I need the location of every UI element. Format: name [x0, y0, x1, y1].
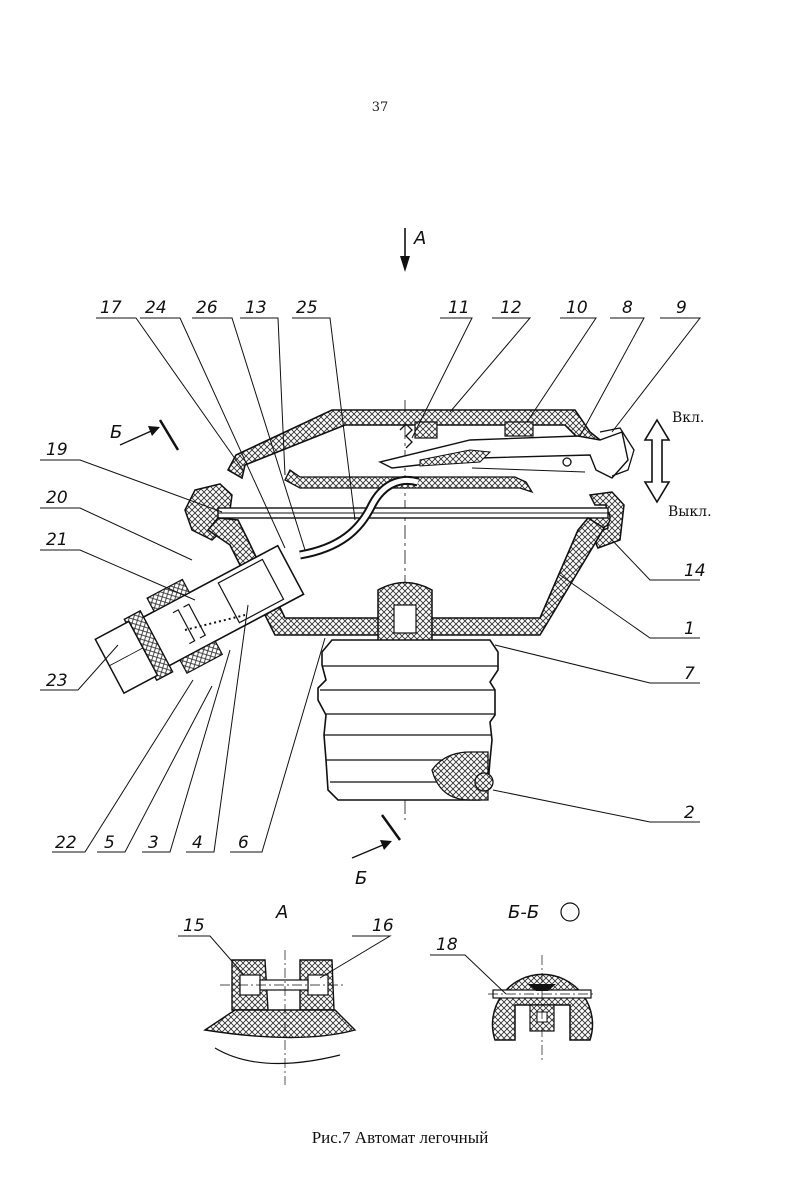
- part-3-label: 3: [148, 833, 159, 853]
- part-13-label: 13: [245, 298, 267, 318]
- part-22-label: 22: [55, 833, 77, 853]
- side-valve: [94, 544, 305, 695]
- connector-ball: [474, 772, 494, 792]
- part-7-label: 7: [684, 664, 695, 684]
- detail-view-a: А 15 16: [178, 902, 394, 1085]
- part-18-label: 18: [436, 935, 458, 955]
- part-19-label: 19: [46, 440, 68, 460]
- part-17-label: 17: [100, 298, 122, 318]
- part-5-label: 5: [104, 833, 115, 853]
- part-4-label: 4: [192, 833, 203, 853]
- section-b-top-label: Б: [110, 422, 122, 443]
- part-20-label: 20: [46, 488, 68, 508]
- page-number: 37: [371, 100, 389, 115]
- part-10-label: 10: [566, 298, 588, 318]
- part-12-label: 12: [500, 298, 522, 318]
- part-labels: 17 24 26 13 25 11 12 10 8 9 14 1 7 2 19 …: [46, 298, 706, 853]
- bottom-connector: [317, 639, 499, 801]
- part-11-label: 11: [448, 298, 470, 318]
- view-a-label: А: [413, 228, 426, 249]
- part-6-label: 6: [238, 833, 249, 853]
- part-1-label: 1: [684, 619, 695, 639]
- section-bb-title: Б-Б: [508, 902, 539, 923]
- switch-off-label: Выкл.: [668, 504, 712, 520]
- view-a-arrow: А: [400, 228, 426, 272]
- section-bb-marker: [560, 902, 580, 922]
- switch-arrow: Вкл. Выкл.: [643, 410, 712, 520]
- section-mark-top: Б: [110, 419, 180, 451]
- part-16-label: 16: [372, 916, 394, 936]
- detail-a-title: А: [275, 902, 288, 923]
- part-21-label: 21: [46, 530, 68, 550]
- part-8-label: 8: [622, 298, 633, 318]
- part-2-label: 2: [684, 803, 695, 823]
- section-mark-bottom: Б: [351, 814, 402, 889]
- part-24-label: 24: [145, 298, 167, 318]
- part-26-label: 26: [196, 298, 218, 318]
- part-23-label: 23: [46, 671, 68, 691]
- valve-dotted-spring: [184, 614, 246, 631]
- part-25-label: 25: [296, 298, 318, 318]
- part-9-label: 9: [676, 298, 687, 318]
- section-bb: Б-Б 18: [430, 902, 596, 1060]
- leaders: [40, 317, 702, 853]
- switch-on-label: Вкл.: [672, 410, 704, 426]
- figure-caption: Рис.7 Автомат легочный: [311, 1128, 489, 1147]
- part-14-label: 14: [684, 561, 706, 581]
- section-b-bottom-label: Б: [355, 868, 367, 889]
- lever-mechanism: [377, 423, 635, 479]
- part-15-label: 15: [183, 916, 205, 936]
